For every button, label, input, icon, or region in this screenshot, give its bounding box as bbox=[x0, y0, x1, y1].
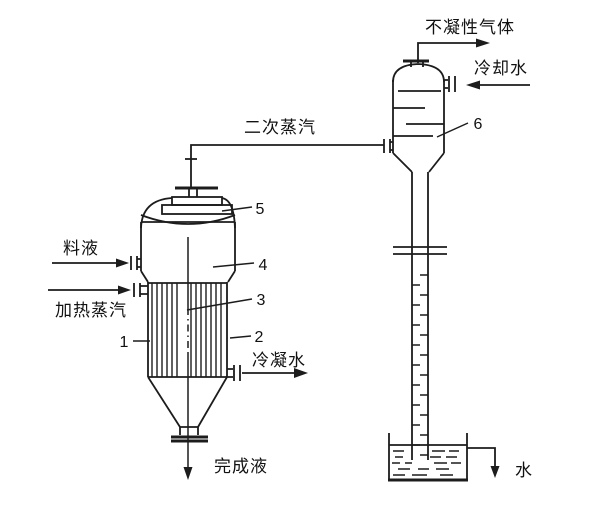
part-number-6: 6 bbox=[474, 116, 483, 133]
leader-lines bbox=[133, 122, 469, 342]
steam-arrowhead bbox=[118, 285, 131, 295]
part-number-1: 1 bbox=[120, 334, 129, 351]
water-surface-dashes bbox=[392, 450, 461, 476]
label-cooling-water: 冷却水 bbox=[474, 59, 528, 78]
condenser-baffles bbox=[393, 90, 444, 137]
part-number-4: 4 bbox=[259, 257, 268, 274]
part-number-2: 2 bbox=[255, 329, 264, 346]
label-feed-liquid: 料液 bbox=[63, 239, 99, 258]
feed-inlet-nozzle bbox=[52, 256, 141, 270]
heating-steam-nozzle bbox=[48, 283, 148, 297]
water-outlet-arrowhead bbox=[490, 466, 500, 478]
feed-arrowhead bbox=[116, 258, 129, 268]
finished-liquid-arrowhead bbox=[183, 467, 193, 480]
heating-tubes bbox=[151, 283, 222, 377]
barometric-leg-pipe bbox=[393, 172, 447, 460]
water-seal-tank bbox=[388, 433, 500, 482]
label-noncondensable-gas: 不凝性气体 bbox=[425, 18, 515, 37]
condensate-arrowhead bbox=[294, 368, 308, 378]
part-number-5: 5 bbox=[256, 201, 265, 218]
pipe-tick-marks bbox=[412, 274, 428, 456]
label-condensate: 冷凝水 bbox=[252, 351, 306, 370]
cooling-water-arrow bbox=[466, 80, 530, 90]
part-number-3: 3 bbox=[257, 292, 266, 309]
label-finished-liquid: 完成液 bbox=[214, 457, 268, 476]
center-axis-line bbox=[183, 237, 193, 480]
label-heating-steam: 加热蒸汽 bbox=[55, 301, 127, 320]
label-water: 水 bbox=[515, 461, 533, 480]
vent-arrowhead bbox=[476, 38, 490, 48]
condenser-vessel bbox=[383, 38, 490, 173]
cooling-water-arrowhead bbox=[466, 80, 480, 90]
label-secondary-vapor: 二次蒸汽 bbox=[244, 118, 316, 137]
secondary-vapor-pipe bbox=[185, 144, 384, 188]
condensate-outlet-nozzle bbox=[227, 365, 308, 381]
evaporator-vessel bbox=[140, 186, 236, 480]
